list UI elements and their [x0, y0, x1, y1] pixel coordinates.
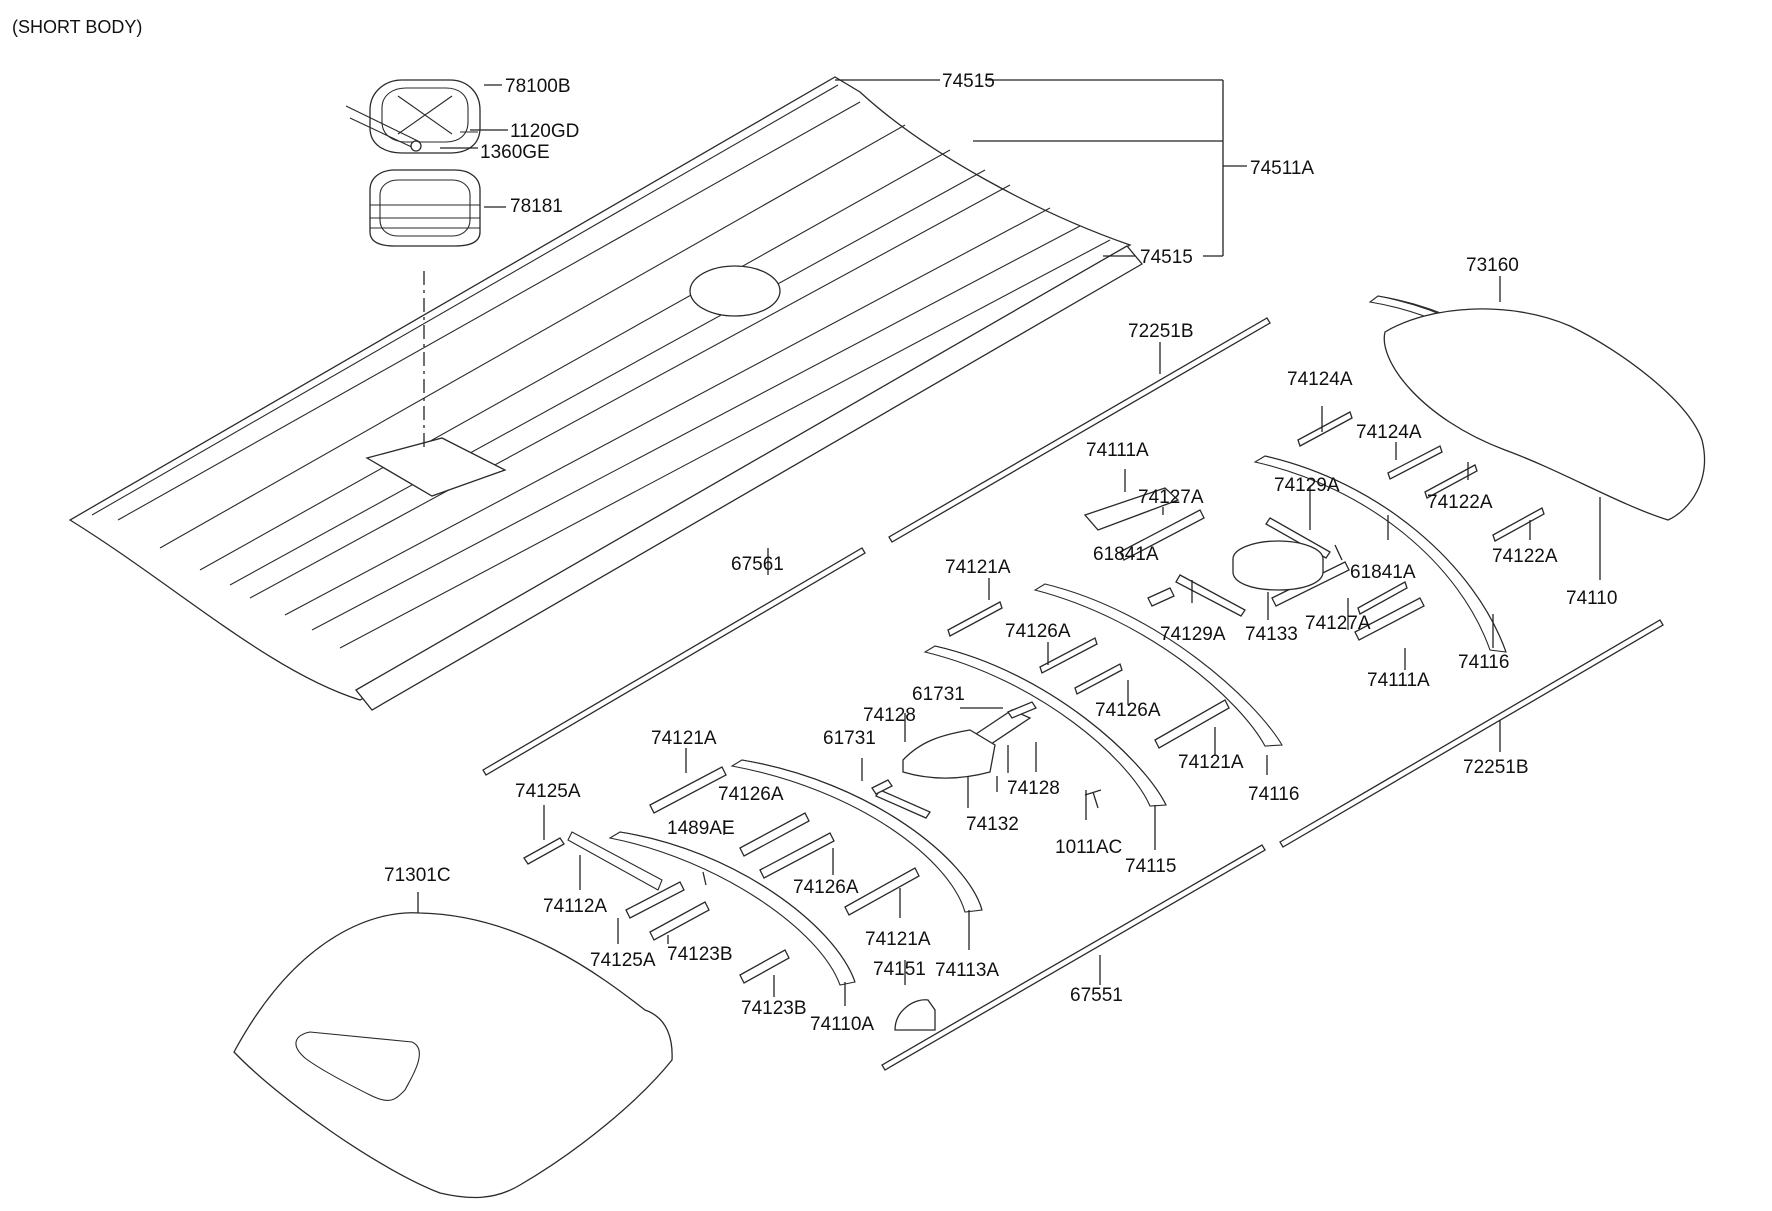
rear-cap-73160: [1383, 308, 1706, 521]
drip-rail-67561: [482, 547, 866, 776]
label-74122A-1: 74122A: [1427, 492, 1493, 513]
section-header: (SHORT BODY): [12, 17, 142, 37]
label-74124A-2: 74124A: [1356, 422, 1422, 443]
front-cap-71301C: [233, 912, 673, 1199]
small-brackets: [523, 411, 1545, 1031]
label-1011AC: 1011AC: [1055, 837, 1122, 858]
label-74133: 74133: [1245, 624, 1298, 645]
label-61841A-right: 61841A: [1350, 562, 1416, 583]
label-74124A-1: 74124A: [1287, 369, 1353, 390]
label-74116-mid: 74116: [1248, 784, 1299, 805]
label-74126A-4: 74126A: [793, 877, 859, 898]
label-73160: 73160: [1466, 255, 1519, 276]
label-78181: 78181: [510, 196, 563, 217]
label-74128-left: 74128: [863, 705, 916, 726]
label-74121A-mid: 74121A: [945, 557, 1011, 578]
label-74511A: 74511A: [1250, 158, 1314, 179]
label-74110A: 74110A: [810, 1014, 874, 1035]
leader-lines: [417, 79, 1601, 1006]
label-72251B-top: 72251B: [1128, 321, 1194, 342]
label-74128-right: 74128: [1007, 778, 1060, 799]
label-74129A-right: 74129A: [1274, 475, 1340, 496]
label-74111A-bottom: 74111A: [1367, 670, 1430, 691]
drip-rail-72251B-upper: [888, 317, 1271, 543]
label-74126A-2: 74126A: [1095, 700, 1161, 721]
bracket-74151: [894, 999, 936, 1031]
label-74122A-2: 74122A: [1492, 546, 1558, 567]
label-1360GE: 1360GE: [480, 142, 550, 163]
label-1489AE: 1489AE: [667, 818, 735, 839]
label-74123B-1: 74123B: [667, 944, 733, 965]
label-74110: 74110: [1566, 588, 1617, 609]
drip-rail-67551: [881, 844, 1266, 1071]
label-74116-right: 74116: [1458, 652, 1509, 673]
label-74126A-3: 74126A: [718, 784, 784, 805]
drip-rail-72251B-lower: [1279, 619, 1664, 848]
label-74112A: 74112A: [543, 896, 607, 917]
label-74132: 74132: [966, 814, 1019, 835]
label-67561: 67561: [731, 554, 784, 575]
label-74515-top: 74515: [942, 71, 995, 92]
label-78100B: 78100B: [505, 76, 571, 97]
label-74151: 74151: [873, 959, 926, 980]
label-74113A: 74113A: [935, 960, 999, 981]
label-74121A-right: 74121A: [1178, 752, 1244, 773]
label-74515-bottom: 74515: [1140, 247, 1193, 268]
callout-labels: 78100B 1120GD 1360GE 78181 74515 74511A …: [384, 71, 1617, 1035]
label-61731-top: 61731: [912, 684, 965, 705]
roof-panel: [68, 76, 1143, 711]
label-74121A-left: 74121A: [651, 728, 717, 749]
label-74126A-1: 74126A: [1005, 621, 1071, 642]
vent-opening-patch: [365, 437, 507, 497]
label-74129A-mid: 74129A: [1160, 624, 1226, 645]
label-61731-bottom: 61731: [823, 728, 876, 749]
label-74123B-2: 74123B: [741, 998, 807, 1019]
roof-panel-hole: [689, 265, 781, 317]
label-72251B-bottom: 72251B: [1463, 757, 1529, 778]
label-74127A-bottom: 74127A: [1305, 613, 1371, 634]
label-74125A-top: 74125A: [515, 781, 581, 802]
roof-vent-78100B: [345, 79, 481, 154]
label-71301C: 71301C: [384, 865, 451, 886]
label-74111A-top: 74111A: [1086, 440, 1149, 461]
roof-vent-seal-78181: [369, 169, 481, 247]
label-61841A-left: 61841A: [1093, 544, 1159, 565]
label-74125A-bottom: 74125A: [590, 950, 656, 971]
rear-rail-74515: [355, 245, 1143, 711]
label-74127A-top: 74127A: [1138, 487, 1204, 508]
label-74115: 74115: [1125, 856, 1176, 877]
label-74121A-bottom: 74121A: [865, 929, 931, 950]
label-1120GD: 1120GD: [510, 121, 579, 142]
label-67551: 67551: [1070, 985, 1123, 1006]
